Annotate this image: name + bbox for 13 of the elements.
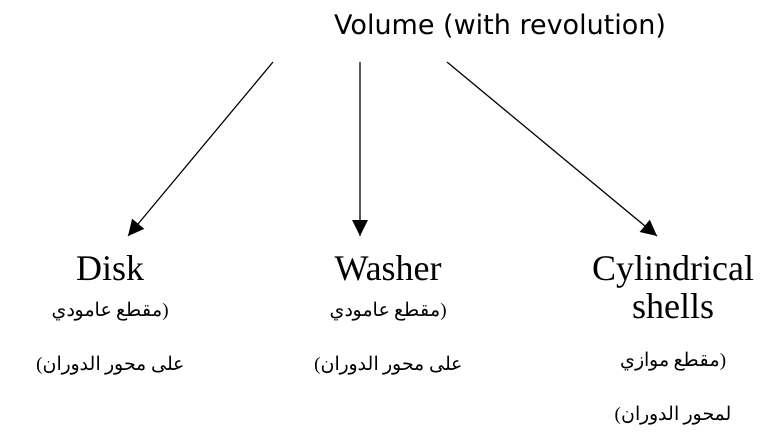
arabic-note: لمحور الدوران) [614,404,732,427]
method-name: Cylindrical shells [591,250,755,326]
arabic-note: على محور الدوران) [36,354,184,377]
arabic-note: على محور الدوران) [314,354,462,377]
arabic-note: (مقطع عامودي [51,300,169,323]
arrow [128,62,274,236]
diagram-heading: Volume (with revolution) [334,10,666,41]
arabic-note: (مقطع عامودي [329,300,447,323]
arrow [446,62,658,236]
arabic-note: (مقطع موازي [620,350,726,373]
method-name: Disk [76,250,144,288]
arrow [352,62,368,236]
method-name: Washer [334,250,442,288]
